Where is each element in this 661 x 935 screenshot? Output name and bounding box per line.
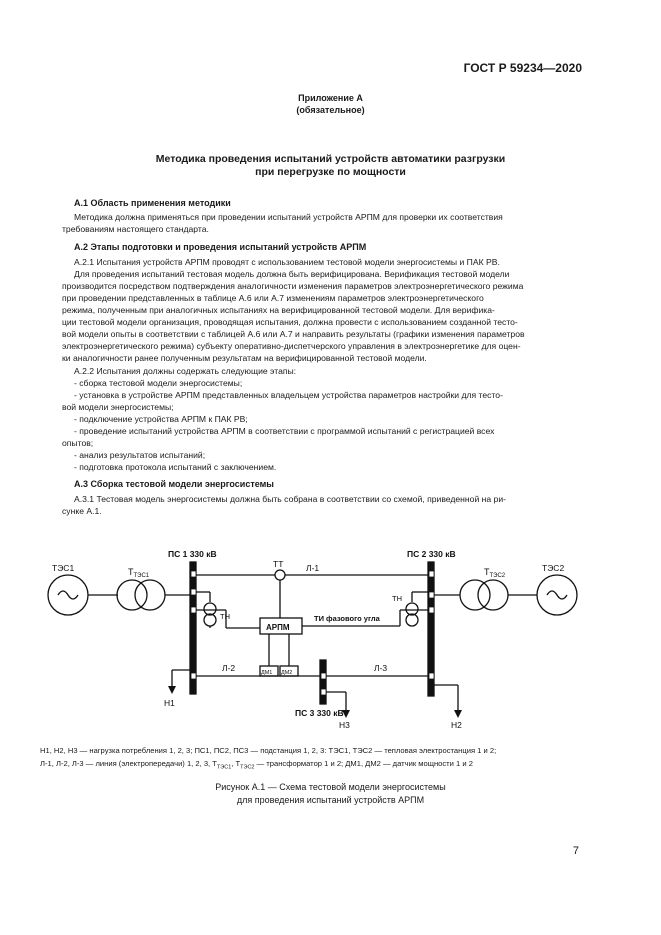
breaker-icon <box>320 672 327 680</box>
figure-legend-line1: Н1, Н2, Н3 — нагрузка потребления 1, 2, … <box>40 746 497 755</box>
label-ti: ТИ фазового угла <box>314 614 381 623</box>
transformer-tes1-secondary <box>134 579 166 611</box>
bus-ps2 <box>427 561 435 697</box>
section-a3-line1: А.3.1 Тестовая модель энергосистемы долж… <box>74 494 506 504</box>
section-a2-p2-line: электроэнергетического режима) субъекту … <box>62 341 521 351</box>
section-a2-heading: А.2 Этапы подготовки и проведения испыта… <box>74 242 367 252</box>
label-t-tes1: TТЭС1 <box>128 567 150 579</box>
doc-title-line1: Методика проведения испытаний устройств … <box>155 153 506 165</box>
breaker-icon <box>428 606 435 614</box>
stage-list-item: - установка в устройстве АРПМ представле… <box>74 390 503 400</box>
label-arpm: АРПМ <box>266 623 290 632</box>
label-tes2: ТЭС2 <box>542 563 564 573</box>
breaker-icon <box>428 591 435 599</box>
label-n3: Н3 <box>339 720 350 730</box>
power-system-diagram: ТЭС1 TТЭС1 ПС 1 330 кВ ТТ Л-1 ПС 2 330 к… <box>47 549 578 730</box>
label-dm1: ДМ1 <box>261 670 272 676</box>
doc-title-line2: при перегрузке по мощности <box>255 166 406 178</box>
label-tn1: ТН <box>220 612 230 621</box>
section-a2-p3: А.2.2 Испытания должны содержать следующ… <box>74 366 297 376</box>
label-ps1: ПС 1 330 кВ <box>168 549 217 559</box>
label-tes1: ТЭС1 <box>52 563 74 573</box>
voltage-transformer-1-bottom <box>203 613 217 627</box>
breaker-icon <box>320 688 327 696</box>
generator-tes2-symbol <box>536 574 578 616</box>
section-a1-line2: требованиям настоящего стандарта. <box>62 224 209 234</box>
voltage-transformer-2-bottom <box>405 613 419 627</box>
bus-ps1 <box>189 561 197 695</box>
section-a3-heading: А.3 Сборка тестовой модели энергосистемы <box>74 479 274 489</box>
transformer-tes1-primary <box>116 579 148 611</box>
figure-caption-line2: для проведения испытаний устройств АРПМ <box>236 795 425 805</box>
section-a2-p2-line: производится посредством подтверждения а… <box>62 281 524 291</box>
section-a2-p2-line: Для проведения испытаний тестовая модель… <box>74 269 510 279</box>
section-a2-p2-line: вой модели опыты в соответствии с таблиц… <box>62 329 525 339</box>
label-dm2: ДМ2 <box>281 670 292 676</box>
section-a3-line2: сунке А.1. <box>62 506 102 516</box>
breaker-icon <box>190 588 197 596</box>
transformer-tes2-secondary <box>477 579 509 611</box>
breaker-icon <box>428 570 435 578</box>
stage-list-item: вой модели энергосистемы; <box>62 402 174 412</box>
load-arrow-icon <box>454 710 462 718</box>
appendix-subtitle: (обязательное) <box>296 105 365 115</box>
breaker-icon <box>428 672 435 680</box>
label-ps2: ПС 2 330 кВ <box>407 549 456 559</box>
transformer-tes2-primary <box>459 579 491 611</box>
breaker-icon <box>190 570 197 578</box>
stage-list-item: - сборка тестовой модели энергосистемы; <box>74 378 243 388</box>
appendix-title: Приложение А <box>298 93 363 103</box>
load-arrow-icon <box>342 710 350 718</box>
label-n2: Н2 <box>451 720 462 730</box>
label-l3: Л-3 <box>374 663 387 673</box>
section-a2-p1: А.2.1 Испытания устройств АРПМ проводят … <box>74 257 500 267</box>
label-l1: Л-1 <box>306 563 319 573</box>
standard-number: ГОСТ Р 59234—2020 <box>463 61 582 75</box>
voltage-transformer-2-top <box>405 602 419 616</box>
label-n1: Н1 <box>164 698 175 708</box>
page-number: 7 <box>572 845 579 857</box>
breaker-icon <box>190 606 197 614</box>
section-a1-line1: Методика должна применяться при проведен… <box>74 212 503 222</box>
stage-list-item: - подключение устройства АРПМ к ПАК РВ; <box>74 414 248 424</box>
stage-list-item: - проведение испытаний устройства АРПМ в… <box>74 426 495 436</box>
stage-list-item: - подготовка протокола испытаний с заклю… <box>74 462 277 472</box>
label-t-tes2: TТЭС2 <box>484 567 506 579</box>
stage-list-item: - анализ результатов испытаний; <box>74 450 206 460</box>
section-a1-heading: А.1 Область применения методики <box>74 198 231 208</box>
bus-ps3 <box>319 659 327 705</box>
section-a2-p2-line: при проведении представленных в таблице … <box>62 293 484 303</box>
label-tt: ТТ <box>273 559 283 569</box>
label-ps3: ПС 3 330 кВ <box>295 708 344 718</box>
breaker-icon <box>190 672 197 680</box>
load-arrow-icon <box>168 686 176 694</box>
voltage-transformer-1-top <box>203 602 217 616</box>
figure-caption-line1: Рисунок А.1 — Схема тестовой модели энер… <box>215 782 446 792</box>
sine-icon <box>546 590 568 600</box>
section-a2-p2-line: ции тестовой модели организация, проводя… <box>62 317 518 327</box>
label-l2: Л-2 <box>222 663 235 673</box>
section-a2-p2-line: ки аналогичности ранее полученным резуль… <box>62 353 427 363</box>
section-a2-p2-line: режима, полученным при аналогичных испыт… <box>62 305 495 315</box>
figure-legend-line2: Л-1, Л-2, Л-3 — линия (электропередачи) … <box>40 759 473 771</box>
stage-list-item: опытов; <box>62 438 94 448</box>
current-transformer-symbol <box>274 569 286 581</box>
sine-icon <box>57 590 79 600</box>
label-tn2: ТН <box>392 594 402 603</box>
